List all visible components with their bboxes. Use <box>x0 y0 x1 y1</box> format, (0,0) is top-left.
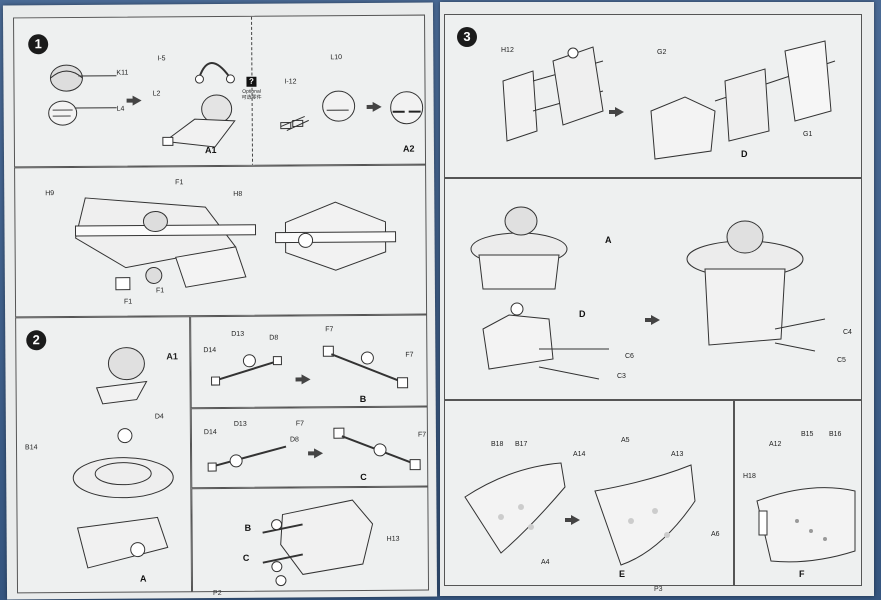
leader-lines <box>74 75 117 109</box>
label-a12: A12 <box>769 441 782 448</box>
label-a14: A14 <box>573 451 586 458</box>
optional-label-cn: 可选零件 <box>241 94 262 101</box>
sub-assembly-a1: A1 <box>204 145 217 156</box>
head-with-glasses <box>390 91 424 125</box>
label-a13: A13 <box>671 451 684 458</box>
chassis-panel: H9 F1 H8 F1 F1 <box>14 164 428 318</box>
label-b17: B17 <box>515 441 528 448</box>
label-d13-2: D13 <box>233 420 247 428</box>
label-h12: H12 <box>501 47 514 54</box>
sub-assembly-c: C <box>360 471 367 483</box>
step3-f-panel: A12 B15 B16 H18 F <box>734 400 862 586</box>
label-h9: H9 <box>45 190 55 198</box>
label-d13: D13 <box>231 330 245 338</box>
helmet-head-part <box>48 64 83 126</box>
optional-icon: ? <box>246 76 257 87</box>
page-number-right: P3 <box>654 586 663 593</box>
callout-c: C <box>242 552 250 563</box>
sub-assembly-a2: A2 <box>402 143 415 154</box>
step3-number: 3 <box>457 27 477 47</box>
assembly-c-panel: D14 D13 D8 F7 F7 C <box>190 406 429 489</box>
page-number-left: P2 <box>213 589 222 598</box>
figure-on-base <box>72 347 174 569</box>
callout-a: A <box>605 235 612 245</box>
label-f1-top: F1 <box>175 179 184 187</box>
step-arrow-6 <box>645 315 660 325</box>
label-h18: H18 <box>743 473 756 480</box>
label-c5: C5 <box>837 357 846 364</box>
right-page: 3 H12 G2 G1 D A D C6 C3 <box>440 2 874 596</box>
part-c-assembled <box>333 427 421 471</box>
sub-assembly-d: D <box>741 149 748 159</box>
step-arrow-2 <box>372 101 382 112</box>
label-f7: F7 <box>325 326 334 334</box>
label-b16: B16 <box>829 431 842 438</box>
sub-assembly-b: B <box>359 393 367 405</box>
label-c3: C3 <box>617 373 626 380</box>
shield-part-e <box>594 464 696 566</box>
chassis-assembled <box>275 201 397 271</box>
label-g1: G1 <box>803 131 813 138</box>
label-d14-2: D14 <box>203 429 217 437</box>
turret-exploded <box>470 206 609 380</box>
callout-b: B <box>244 522 252 533</box>
frame-exploded <box>502 46 604 142</box>
label-b14: B14 <box>24 444 38 452</box>
step-arrow <box>132 95 142 106</box>
chassis-exploded <box>74 197 257 291</box>
callout-d: D <box>579 309 586 319</box>
label-c4: C4 <box>843 329 852 336</box>
step1-number: 1 <box>28 34 49 55</box>
assembly-b-panel: D13 D8 D14 F7 F7 B <box>190 314 428 409</box>
label-f7-3: F7 <box>295 420 305 428</box>
step-arrow-7 <box>565 515 580 525</box>
step3-middle-panel: A D C6 C3 C4 C5 <box>444 178 862 400</box>
label-b18: B18 <box>491 441 504 448</box>
step2-panel: 2 A1 D4 B14 A <box>15 316 193 594</box>
part-b-exploded <box>211 354 282 386</box>
label-c6: C6 <box>625 353 634 360</box>
label-f1-bottom-left: F1 <box>123 298 133 306</box>
step1-panel: 1 K11 L4 I-5 L2 A1 <box>13 14 427 168</box>
shield-part-f <box>756 487 856 563</box>
sub-assembly-f: F <box>799 569 805 579</box>
sub-assembly-e: E <box>619 569 626 579</box>
base-assembly-panel: B C H13 <box>191 486 430 593</box>
step3-e-panel: B18 B17 A4 A14 A5 A13 A6 E <box>444 400 734 586</box>
label-a4: A4 <box>541 559 550 566</box>
step-arrow-5 <box>609 107 624 117</box>
figure-assembly-a1 <box>162 62 236 148</box>
step-arrow-4 <box>314 448 324 459</box>
label-a6: A6 <box>711 531 720 538</box>
base-with-arms <box>262 499 374 587</box>
housing-exploded <box>650 40 836 160</box>
step-arrow-3 <box>301 374 311 385</box>
left-page: 1 K11 L4 I-5 L2 A1 <box>2 2 438 600</box>
label-g2: G2 <box>657 49 667 56</box>
sub-assembly-a: A <box>139 573 147 584</box>
turret-assembled <box>686 220 826 352</box>
part-c-exploded <box>207 445 287 472</box>
glasses-head-part <box>280 90 356 131</box>
step2-number: 2 <box>26 330 47 351</box>
label-l10: L10 <box>330 54 343 62</box>
label-a5: A5 <box>621 437 630 444</box>
shield-part-left <box>464 462 566 554</box>
label-b15: B15 <box>801 431 814 438</box>
part-b-assembled <box>322 345 409 389</box>
step3-top-panel: 3 H12 G2 G1 D <box>444 14 862 178</box>
